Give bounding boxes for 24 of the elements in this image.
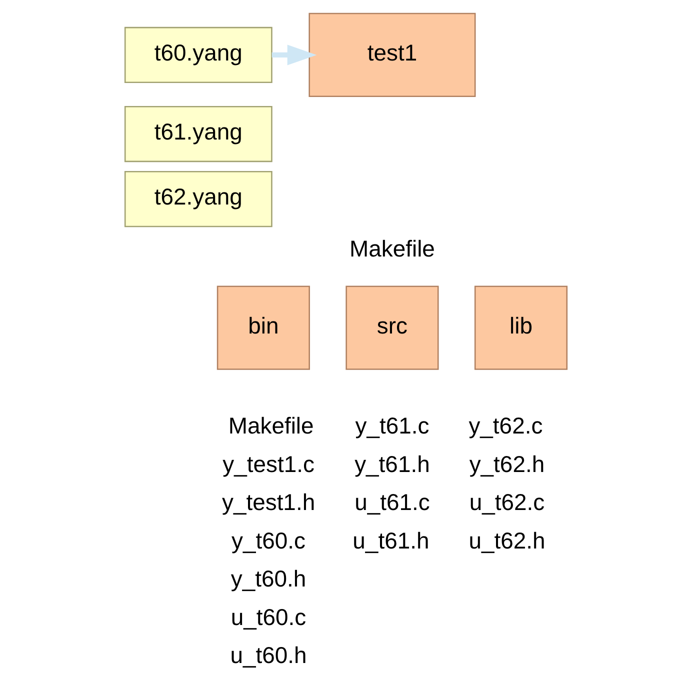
label: Makefile xyxy=(349,235,434,262)
label: y_t60.h xyxy=(230,566,306,592)
node-box: t61.yang xyxy=(124,106,272,162)
node-box: t62.yang xyxy=(124,171,272,228)
label: y_t61.h xyxy=(354,450,430,477)
node-box: bin xyxy=(216,286,310,370)
label: y_t62.h xyxy=(468,450,544,477)
node-box: test1 xyxy=(308,12,476,98)
label: u_t61.h xyxy=(352,527,429,554)
label: y_test1.c xyxy=(222,450,314,477)
node-box: lib xyxy=(474,286,568,370)
label: u_t62.c xyxy=(468,489,544,516)
arrow xyxy=(271,44,316,66)
label: u_t60.h xyxy=(230,642,306,668)
node-box: t60.yang xyxy=(124,26,272,84)
label: y_t60.c xyxy=(231,527,306,554)
node-box: src xyxy=(345,286,438,370)
label: y_t62.c xyxy=(468,412,542,439)
label: Makefile xyxy=(228,412,314,439)
label: y_t61.c xyxy=(354,412,429,439)
label: u_t62.h xyxy=(468,527,545,554)
label: y_test1.h xyxy=(221,489,315,516)
label: u_t61.c xyxy=(354,489,430,516)
label: u_t60.c xyxy=(230,604,306,630)
